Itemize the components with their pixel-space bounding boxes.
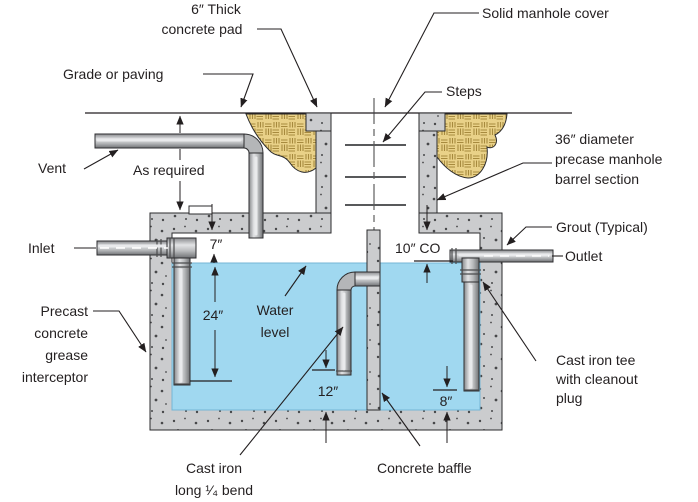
leader-tee bbox=[482, 281, 537, 362]
dim-text-12in: 12″ bbox=[318, 383, 339, 399]
label-steps: Steps bbox=[446, 83, 482, 99]
outlet-pipe-assembly bbox=[449, 248, 554, 392]
label-baffle: Concrete baffle bbox=[377, 460, 472, 476]
manhole-barrel-left bbox=[315, 130, 332, 215]
manhole-frame-right bbox=[418, 112, 446, 132]
label-water-line2: level bbox=[261, 324, 290, 340]
label-barrel-line3: barrel section bbox=[555, 171, 639, 187]
leader-grade bbox=[203, 73, 254, 108]
label-barrel-line2: precase manhole bbox=[555, 151, 663, 167]
leader-water-level bbox=[284, 265, 307, 297]
concrete-pad-left bbox=[245, 113, 317, 173]
dim-7in bbox=[208, 204, 218, 263]
dim-8in bbox=[433, 366, 457, 443]
concrete-pad-right bbox=[436, 113, 508, 179]
leader-barrel bbox=[436, 162, 552, 201]
dim-24in bbox=[190, 266, 232, 382]
quarter-bend-pipe bbox=[336, 271, 381, 376]
label-cover: Solid manhole cover bbox=[482, 5, 609, 21]
inlet-tee bbox=[166, 237, 197, 259]
leader-interceptor bbox=[93, 310, 147, 353]
label-pad-line2: concrete pad bbox=[162, 21, 243, 37]
dim-10in-co bbox=[414, 205, 453, 283]
dim-text-7in: 7″ bbox=[210, 236, 223, 252]
leader-concrete-pad bbox=[257, 28, 318, 108]
dim-text-10in-co: 10″ CO bbox=[395, 240, 441, 256]
leader-steps bbox=[382, 91, 442, 143]
label-tee-line1: Cast iron tee bbox=[556, 352, 636, 368]
lid-fitting bbox=[188, 205, 213, 215]
label-pad-line1: 6″ Thick bbox=[191, 1, 242, 17]
concrete-baffle bbox=[366, 229, 381, 411]
label-as-required: As required bbox=[133, 162, 205, 178]
manhole-steps bbox=[345, 144, 406, 206]
label-water-line1: Water bbox=[257, 302, 294, 318]
tank-shell bbox=[149, 212, 503, 431]
manhole-frame-left bbox=[305, 112, 332, 132]
leader-grout bbox=[506, 226, 552, 246]
leader-vent bbox=[83, 149, 119, 170]
label-barrel-line1: 36″ diameter bbox=[555, 131, 634, 147]
label-tee-line2: with cleanout bbox=[555, 371, 638, 387]
manhole-barrel-right bbox=[418, 130, 438, 215]
leader-bend bbox=[239, 326, 344, 456]
label-inlet: Inlet bbox=[28, 240, 55, 256]
dim-12in bbox=[312, 350, 335, 443]
label-outlet: Outlet bbox=[565, 248, 602, 264]
inlet-pipe-assembly bbox=[96, 237, 197, 386]
label-interceptor-line4: interceptor bbox=[22, 369, 88, 385]
label-tee-line3: plug bbox=[556, 390, 582, 406]
label-interceptor-line3: grease bbox=[45, 347, 88, 363]
label-vent: Vent bbox=[38, 160, 66, 176]
vent-pipe bbox=[94, 133, 264, 239]
leader-cover bbox=[384, 12, 479, 108]
dim-text-24in: 24″ bbox=[203, 307, 224, 323]
label-interceptor-line2: concrete bbox=[34, 325, 88, 341]
label-bend-line1: Cast iron bbox=[186, 460, 242, 476]
leader-baffle bbox=[381, 392, 421, 447]
water-area bbox=[171, 262, 481, 411]
label-bend-line2: long ¹⁄₄ bend bbox=[175, 482, 253, 498]
label-interceptor-line1: Precast bbox=[41, 303, 89, 319]
label-grade: Grade or paving bbox=[63, 66, 163, 82]
dim-text-8in: 8″ bbox=[440, 393, 453, 409]
label-grout: Grout (Typical) bbox=[556, 219, 648, 235]
